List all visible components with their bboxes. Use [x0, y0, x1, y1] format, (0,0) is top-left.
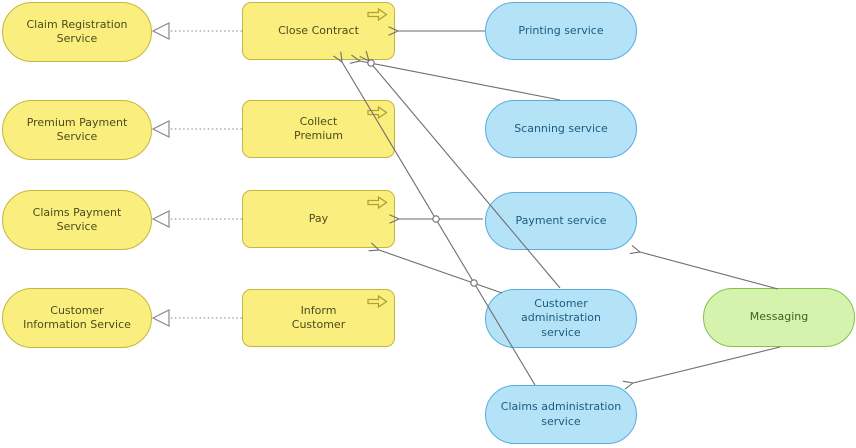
- node-claims-payment-service[interactable]: Claims Payment Service: [2, 190, 152, 250]
- node-label: Premium Payment Service: [26, 115, 128, 143]
- process-arrow-icon: [367, 106, 388, 119]
- node-label: Pay: [308, 211, 329, 225]
- hollow-triangle-arrowhead: [151, 309, 170, 327]
- node-printing-service[interactable]: Printing service: [485, 2, 637, 60]
- node-label: Collect Premium: [294, 114, 343, 142]
- node-claims-administration-service[interactable]: Claims administration service: [485, 385, 637, 444]
- line-hop-circle: [432, 215, 440, 223]
- process-arrow-icon: [367, 8, 388, 21]
- serving-messaging-to-payment: [629, 245, 779, 290]
- node-label: Claims administration service: [500, 400, 622, 428]
- node-collect-premium-process[interactable]: Collect Premium: [242, 100, 395, 158]
- serving-customer-admin-to-pay: [368, 242, 503, 294]
- node-label: Close Contract: [278, 23, 359, 37]
- node-label: Claim Registration Service: [26, 17, 128, 45]
- node-label: Customer Information Service: [23, 303, 131, 331]
- node-label: Customer administration service: [521, 297, 601, 339]
- node-premium-payment-service[interactable]: Premium Payment Service: [2, 100, 152, 160]
- node-close-contract-process[interactable]: Close Contract: [242, 2, 395, 60]
- node-payment-service[interactable]: Payment service: [485, 192, 637, 250]
- node-label: Messaging: [749, 310, 809, 324]
- node-label: Payment service: [515, 213, 607, 227]
- node-label: Inform Customer: [291, 303, 346, 331]
- node-scanning-service[interactable]: Scanning service: [485, 100, 637, 158]
- hollow-triangle-arrowhead: [151, 22, 170, 40]
- node-inform-customer-process[interactable]: Inform Customer: [242, 289, 395, 347]
- line-hop-circle: [470, 279, 478, 287]
- node-customer-information-service[interactable]: Customer Information Service: [2, 288, 152, 348]
- serving-messaging-to-claims-admin: [622, 346, 781, 390]
- node-label: Printing service: [518, 23, 604, 37]
- realization-inform-customer-to-customer-information: [151, 309, 242, 327]
- node-label: Claims Payment Service: [32, 205, 122, 233]
- line-hop-circle: [367, 59, 375, 67]
- node-claim-registration-service[interactable]: Claim Registration Service: [2, 2, 152, 62]
- hollow-triangle-arrowhead: [151, 210, 170, 228]
- realization-close-contract-to-claim-registration: [151, 22, 242, 40]
- hollow-triangle-arrowhead: [151, 120, 170, 138]
- serving-customer-admin-to-close-contract: [359, 50, 561, 289]
- realization-collect-premium-to-premium-payment: [151, 120, 242, 138]
- node-customer-administration-service[interactable]: Customer administration service: [485, 289, 637, 348]
- node-pay-process[interactable]: Pay: [242, 190, 395, 248]
- realization-pay-to-claims-payment: [151, 210, 242, 228]
- node-messaging-service[interactable]: Messaging: [703, 288, 855, 347]
- node-label: Scanning service: [514, 121, 608, 135]
- process-arrow-icon: [367, 295, 388, 308]
- process-arrow-icon: [367, 196, 388, 209]
- serving-scanning-to-close-contract: [349, 54, 561, 101]
